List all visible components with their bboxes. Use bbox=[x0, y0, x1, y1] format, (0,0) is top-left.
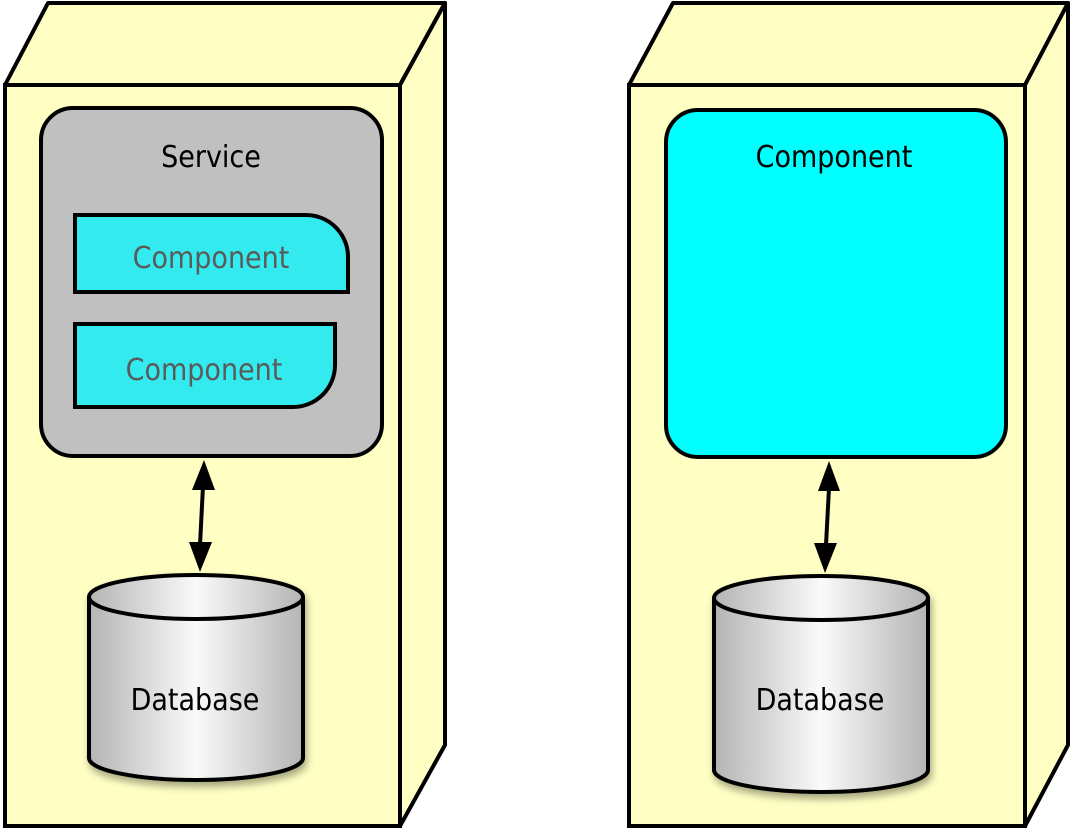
arrow-head-down bbox=[189, 542, 212, 572]
arrow-head-up bbox=[192, 460, 215, 490]
arrow-head-up bbox=[818, 461, 840, 491]
left-database[interactable]: Database bbox=[87, 573, 305, 782]
service-component-2-label: Component bbox=[126, 353, 283, 388]
left-node-side-face bbox=[398, 1, 447, 828]
right-database[interactable]: Database bbox=[712, 574, 930, 794]
right-database-label: Database bbox=[756, 683, 885, 718]
arrow-head-down bbox=[814, 543, 837, 573]
service-component-2[interactable]: Component bbox=[73, 322, 337, 409]
service-component-1-label: Component bbox=[133, 241, 290, 276]
left-deployment-node: Service Component Component Database bbox=[3, 1, 447, 828]
service-component-1[interactable]: Component bbox=[73, 213, 350, 294]
right-node-side-face bbox=[1023, 1, 1070, 828]
right-bidirectional-arrow bbox=[814, 461, 840, 573]
service-label: Service bbox=[161, 140, 261, 175]
right-deployment-node: Component Database bbox=[627, 1, 1070, 828]
left-database-label: Database bbox=[131, 683, 260, 718]
monolith-component-label: Component bbox=[756, 140, 913, 175]
left-bidirectional-arrow bbox=[189, 460, 215, 572]
monolith-component[interactable]: Component bbox=[664, 108, 1008, 459]
right-node-top-face bbox=[627, 1, 1070, 87]
left-node-top-face bbox=[3, 1, 447, 87]
